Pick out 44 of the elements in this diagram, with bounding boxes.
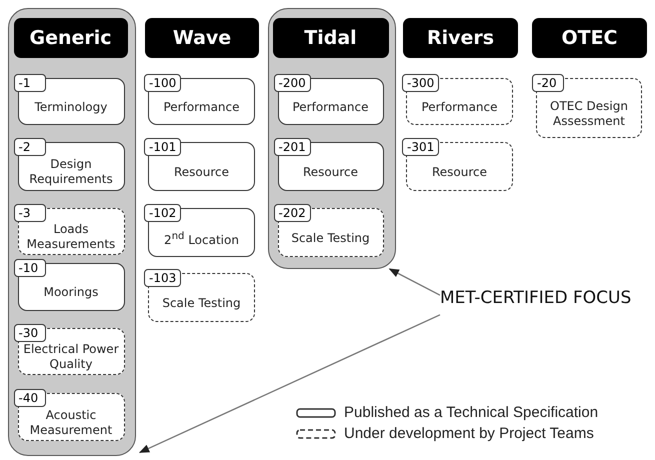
standard-title: Resource (432, 165, 488, 180)
standard-title: Design Requirements (28, 157, 114, 187)
column-header: Wave (145, 18, 259, 58)
standard-title: Acoustic Measurement (28, 408, 114, 438)
part-number: -301 (402, 138, 440, 156)
column-header: Rivers (403, 18, 518, 58)
arrow (388, 268, 440, 296)
column-header: OTEC (532, 18, 647, 58)
part-number: -200 (274, 74, 311, 92)
part-number: -30 (14, 324, 46, 342)
part-number: -3 (14, 204, 46, 222)
column-header: Generic (14, 18, 128, 58)
standard-title: Performance (163, 100, 240, 115)
part-number: -40 (14, 388, 46, 406)
part-number: -1 (14, 74, 46, 92)
part-number: -2 (14, 138, 46, 156)
standard-title: Scale Testing (162, 296, 241, 311)
part-number: -103 (144, 269, 182, 287)
standard-title: Moorings (44, 285, 98, 300)
standard-title: Resource (174, 165, 230, 180)
standard-title: Loads Measurements (26, 222, 116, 252)
standard-title: OTEC Design Assessment (549, 99, 629, 129)
part-number: -202 (274, 204, 311, 222)
standard-title: Resource (302, 164, 358, 180)
part-number: -300 (402, 74, 440, 92)
standard-title: Terminology (34, 100, 108, 114)
part-number: -10 (14, 258, 46, 276)
group-panel (8, 8, 136, 456)
group-panel (268, 8, 396, 269)
part-number: -201 (274, 138, 311, 156)
standard-title: Electrical Power Quality (22, 342, 120, 372)
standard-title: Scale Testing (291, 230, 370, 246)
part-number: -101 (144, 138, 182, 156)
standard-title: Performance (292, 100, 369, 114)
legend-text: Under development by Project Teams (344, 425, 594, 442)
part-number: -20 (532, 74, 564, 92)
part-number: -100 (144, 74, 182, 92)
standard-title: 2$^{nd}$ Location (164, 230, 239, 248)
part-number: -102 (144, 204, 182, 222)
legend-text: Published as a Technical Specification (344, 404, 598, 421)
standard-title: Performance (421, 100, 498, 115)
callout-text: MET-CERTIFIED FOCUS (440, 284, 652, 312)
column-header: Tidal (272, 18, 388, 58)
arrow (138, 314, 440, 453)
